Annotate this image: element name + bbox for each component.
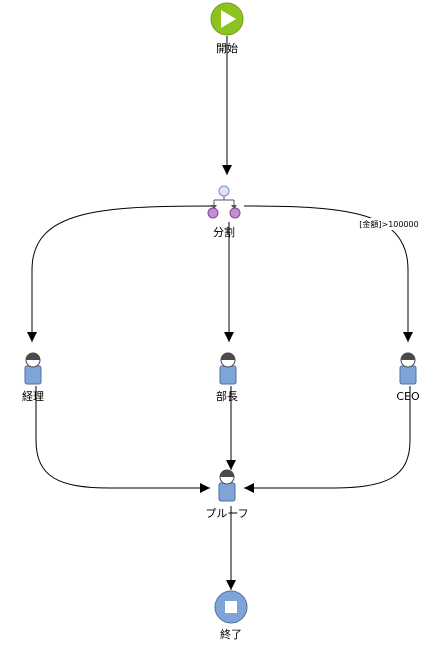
task-ceo-label: CEO (396, 390, 420, 403)
condition-label-bg (356, 218, 422, 230)
edge-ceo-to-proof (244, 386, 411, 493)
split-fork-right-arrow (231, 205, 237, 209)
edge-accounting-to-proof (35, 386, 210, 493)
person-icon (219, 352, 237, 385)
task-proof[interactable]: プルーフ (205, 469, 249, 520)
task-proof-label: プルーフ (205, 507, 248, 520)
split-top-port (218, 185, 230, 197)
end-label: 終了 (220, 627, 242, 641)
task-ceo[interactable]: CEO (396, 352, 420, 403)
task-department-head-label: 部長 (216, 389, 238, 403)
person-icon (399, 352, 417, 385)
edge-split-to-accounting (27, 205, 213, 342)
person-icon (24, 352, 42, 385)
split-label: 分割 (213, 225, 235, 239)
task-accounting[interactable]: 経理 (22, 352, 44, 403)
play-icon (221, 10, 236, 28)
split-fork-left-arrow (211, 205, 217, 209)
start-node[interactable]: 開始 (210, 2, 244, 55)
split-fork-icon (213, 196, 235, 207)
task-department-head[interactable]: 部長 (216, 352, 238, 403)
stop-icon (225, 601, 237, 613)
split-left-port (207, 207, 219, 219)
task-accounting-label: 経理 (22, 390, 44, 403)
person-icon (218, 469, 236, 502)
split-node[interactable]: 分割 (207, 185, 241, 239)
end-node[interactable]: 終了 (214, 590, 248, 641)
condition-label: [金額]>100000 (359, 219, 418, 229)
split-right-port (229, 207, 241, 219)
start-label: 開始 (216, 41, 238, 55)
